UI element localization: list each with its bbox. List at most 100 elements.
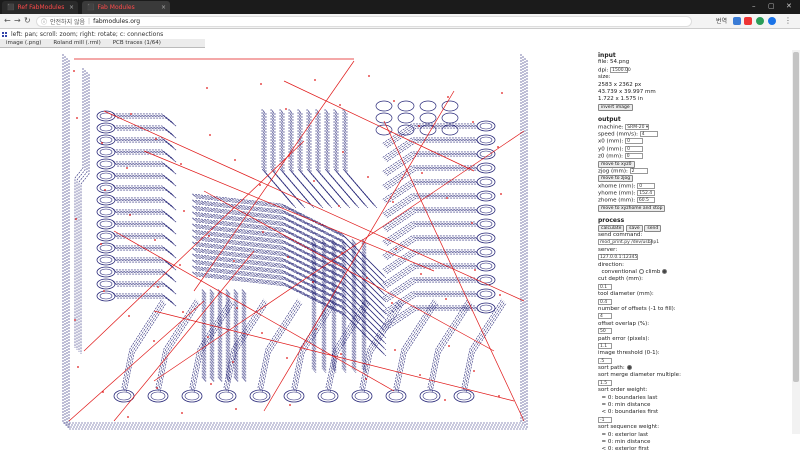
size-in: 1.722 x 1.575 in: [598, 96, 644, 103]
translate-button[interactable]: 번역: [716, 18, 728, 25]
breadcrumb-output-format[interactable]: Roland mill (.rml): [53, 40, 101, 46]
merge-label: sort merge diameter multiple:: [598, 372, 681, 379]
xhome-label: xhome (mm):: [598, 183, 636, 190]
toolpath-drawing: [62, 54, 528, 430]
tab-title: Ref FabModules: [17, 4, 65, 11]
invert-image-button[interactable]: invert image: [598, 103, 633, 111]
send-button[interactable]: send: [644, 224, 662, 232]
tool-diameter-input[interactable]: 0.4: [598, 298, 612, 305]
order-option-1: = 0: boundaries last: [601, 394, 658, 401]
y0-label: y0 (mm):: [598, 146, 624, 153]
order-option-3: < 0: boundaries first: [601, 409, 659, 416]
url-input[interactable]: ⓘ 안전하지 않음 | fabmodules.org: [36, 16, 692, 27]
size-mm: 43.739 x 39.997 mm: [598, 88, 656, 95]
zjog-label: zjog (mm):: [598, 168, 628, 175]
breadcrumb-process[interactable]: PCB traces (1/64): [112, 40, 161, 46]
tab-icon: ⬛: [7, 4, 15, 11]
extension-icon[interactable]: [733, 17, 741, 25]
server-label: server:: [598, 246, 618, 253]
file-label: file: 54.png: [598, 59, 630, 66]
tab-fab-modules[interactable]: ⬛ Fab Modules ×: [82, 1, 170, 14]
path-error-label: path error (pixels):: [598, 335, 650, 342]
minimize-icon[interactable]: –: [752, 2, 756, 10]
extension-icon[interactable]: [768, 17, 776, 25]
browser-tab-strip: ⬛ Ref FabModules × ⬛ Fab Modules × – ▢ ✕: [0, 0, 800, 14]
cut-depth-input[interactable]: 0.1: [598, 283, 612, 290]
menu-icon[interactable]: ⋮: [784, 16, 792, 25]
zjog-input[interactable]: 2: [629, 167, 648, 174]
yhome-input[interactable]: 152.4: [637, 190, 656, 197]
cut-depth-label: cut depth (mm):: [598, 276, 644, 283]
zhome-input[interactable]: 60.5: [636, 197, 655, 204]
back-icon[interactable]: ←: [4, 16, 11, 25]
z0-input[interactable]: 0: [624, 153, 643, 160]
sequence-option-3: < 0: exterior first: [601, 446, 649, 453]
climb-label: climb: [645, 268, 661, 275]
x0-label: x0 (mm):: [598, 138, 624, 145]
order-input[interactable]: -1: [598, 416, 612, 423]
calculate-button[interactable]: calculate: [598, 224, 625, 232]
send-command-label: send command:: [598, 232, 643, 239]
tab-icon: ⬛: [87, 4, 95, 11]
reload-icon[interactable]: ↻: [24, 16, 31, 25]
send-command-input[interactable]: mod_print.py /dev/usb/lp1: [598, 239, 660, 246]
tab-title: Fab Modules: [97, 4, 135, 11]
threshold-input[interactable]: .5: [598, 357, 612, 364]
move-home-button[interactable]: move to xyzhome and stop: [598, 204, 666, 212]
machine-select[interactable]: SRM-20 ▾: [625, 123, 650, 130]
order-label: sort order weight:: [598, 387, 648, 394]
security-label: 안전하지 않음: [50, 19, 86, 26]
tool-diameter-label: tool diameter (mm):: [598, 291, 654, 298]
conventional-label: conventional: [601, 268, 637, 275]
yhome-label: yhome (mm):: [598, 190, 636, 197]
input-heading: input: [598, 52, 616, 59]
tab-ref-fabmodules[interactable]: ⬛ Ref FabModules ×: [2, 1, 78, 14]
size-px: 2583 x 2362 px: [598, 81, 642, 88]
offsets-input[interactable]: 4: [598, 313, 612, 320]
xhome-input[interactable]: 0: [637, 182, 656, 189]
sort-path-checkbox[interactable]: [626, 365, 632, 371]
breadcrumb: image (.png) Roland mill (.rml) PCB trac…: [0, 39, 205, 48]
speed-label: speed (mm/s):: [598, 131, 638, 138]
y0-input[interactable]: 0: [625, 145, 644, 152]
move-xyz0-button[interactable]: move to xyz0: [598, 160, 635, 168]
sort-path-label: sort path:: [598, 365, 625, 372]
zhome-label: zhome (mm):: [598, 197, 636, 204]
save-button[interactable]: save: [626, 224, 643, 232]
sequence-label: sort sequence weight:: [598, 424, 660, 431]
path-error-input[interactable]: 1.1: [598, 342, 612, 349]
merge-input[interactable]: 1.5: [598, 379, 612, 386]
machine-value: SRM-20: [627, 124, 645, 130]
close-window-icon[interactable]: ✕: [786, 2, 792, 10]
move-zjog-button[interactable]: move to zjog: [598, 175, 634, 183]
speed-input[interactable]: 4: [639, 130, 658, 137]
x0-input[interactable]: 0: [625, 138, 644, 145]
extension-icon[interactable]: [744, 17, 752, 25]
server-input[interactable]: 127.0.0.1:12345: [598, 254, 638, 261]
scrollbar-thumb[interactable]: [793, 52, 799, 382]
close-icon[interactable]: ×: [68, 4, 74, 11]
toolpath-canvas[interactable]: [54, 51, 539, 434]
forward-icon[interactable]: →: [14, 16, 21, 25]
sequence-option-2: = 0: min distance: [601, 438, 651, 445]
close-icon[interactable]: ×: [160, 4, 166, 11]
dpi-input[interactable]: 1500.00: [610, 66, 631, 73]
info-icon: ⓘ: [41, 19, 48, 26]
order-option-2: = 0: min distance: [601, 402, 651, 409]
conventional-radio[interactable]: [638, 268, 644, 274]
offsets-label: number of offsets (-1 to fill):: [598, 305, 676, 312]
climb-radio[interactable]: [662, 268, 668, 274]
url-text: fabmodules.org: [93, 18, 141, 25]
breadcrumb-input-format[interactable]: image (.png): [6, 40, 42, 46]
sequence-option-1: = 0: exterior last: [601, 431, 649, 438]
hint-bar: left: pan; scroll: zoom; right: rotate; …: [0, 30, 800, 39]
dpi-label: dpi:: [598, 67, 609, 74]
direction-label: direction:: [598, 261, 624, 268]
machine-label: machine:: [598, 124, 624, 131]
size-label: size:: [598, 74, 611, 81]
grid-icon: [2, 31, 7, 37]
maximize-icon[interactable]: ▢: [768, 2, 775, 10]
overlap-input[interactable]: 50: [598, 328, 612, 335]
address-bar: ← → ↻ ⓘ 안전하지 않음 | fabmodules.org 번역 ⋮: [0, 14, 800, 29]
extension-icon[interactable]: [756, 17, 764, 25]
